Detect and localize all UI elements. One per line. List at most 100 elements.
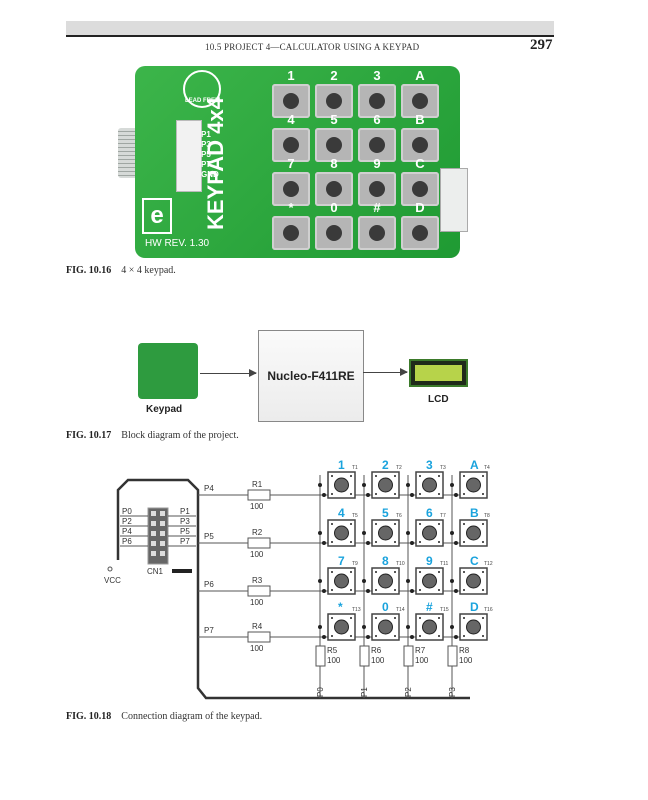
key-plunger — [334, 525, 349, 541]
key-pin — [394, 493, 396, 495]
key-pin — [331, 617, 333, 619]
resistor-value: 100 — [371, 656, 385, 665]
key-label: D — [470, 600, 479, 614]
resistor-value: 100 — [327, 656, 341, 665]
key-pin — [438, 589, 440, 591]
key-pin — [438, 571, 440, 573]
key-pin — [438, 493, 440, 495]
key-button — [315, 216, 353, 250]
key-label: * — [288, 200, 294, 215]
key-plunger — [378, 477, 393, 493]
connector-pin — [160, 531, 165, 536]
key-pin — [350, 475, 352, 477]
key-id: T13 — [352, 607, 361, 613]
key-pin — [482, 589, 484, 591]
key-plunger — [378, 573, 393, 589]
key-pin — [350, 635, 352, 637]
key-pin — [482, 493, 484, 495]
key-pin — [375, 589, 377, 591]
column-resistor — [359, 645, 370, 667]
key-label: 1 — [338, 458, 345, 472]
key-id: T7 — [440, 513, 446, 519]
key-id: T5 — [352, 513, 358, 519]
key-button — [401, 84, 439, 118]
key-label: A — [415, 68, 425, 83]
key-pin — [375, 635, 377, 637]
ribbon-connector — [176, 120, 202, 192]
column-resistor — [403, 645, 414, 667]
key-pin — [482, 541, 484, 543]
key-pin — [419, 635, 421, 637]
resistor-name: R6 — [371, 646, 382, 655]
key-pin — [463, 541, 465, 543]
key-pin — [463, 571, 465, 573]
figure-label: FIG. 10.16 — [66, 265, 112, 276]
key-button — [272, 216, 310, 250]
key-label: # — [373, 200, 381, 215]
arrow-keypad-to-mcu — [200, 369, 257, 377]
key-label: 5 — [330, 112, 338, 127]
page-number: 297 — [530, 37, 553, 53]
key-button — [272, 172, 310, 206]
key-pin — [463, 493, 465, 495]
key-label: 7 — [287, 156, 295, 171]
key-id: T2 — [396, 465, 402, 471]
resistor-name: R2 — [252, 528, 263, 537]
key-plunger — [334, 619, 349, 635]
junction-dot — [454, 589, 458, 593]
pin-label: P1 — [201, 130, 211, 139]
key-label: C — [415, 156, 425, 171]
row-net-label: P7 — [204, 626, 214, 635]
key-id: T11 — [440, 561, 448, 567]
key-id: T3 — [440, 465, 446, 471]
mcu-block: Nucleo-F411RE — [258, 330, 364, 422]
key-button — [358, 128, 396, 162]
key-pin — [394, 523, 396, 525]
key-label: 8 — [382, 554, 389, 568]
key-id: T12 — [484, 561, 493, 567]
key-pin — [438, 617, 440, 619]
key-pin — [350, 523, 352, 525]
key-plunger — [378, 525, 393, 541]
key-label: * — [338, 600, 343, 614]
resistor-name: R8 — [459, 646, 470, 655]
pin-label: P1 — [180, 507, 190, 516]
key-pin — [331, 541, 333, 543]
caption-text: Block diagram of the project. — [121, 430, 239, 441]
key-id: T1 — [352, 465, 358, 471]
figure-label: FIG. 10.17 — [66, 430, 112, 441]
key-pin — [394, 635, 396, 637]
key-pin — [394, 571, 396, 573]
pin-label: P2 — [122, 517, 132, 526]
running-title: 10.5 PROJECT 4—CALCULATOR USING A KEYPAD — [205, 42, 420, 52]
keypad-block-label: Keypad — [146, 404, 183, 415]
junction-dot — [366, 541, 370, 545]
column-resistor — [447, 645, 458, 667]
key-pin — [438, 541, 440, 543]
junction-dot — [410, 589, 414, 593]
junction-dot — [410, 541, 414, 545]
mikroe-logo-icon: e — [142, 198, 172, 234]
junction-dot — [362, 531, 366, 535]
connector-pin — [151, 511, 156, 516]
resistor-value: 100 — [415, 656, 429, 665]
junction-dot — [362, 579, 366, 583]
pin-label: GND — [201, 170, 219, 179]
key-plunger — [422, 477, 437, 493]
connector-pin — [160, 511, 165, 516]
key-label: 3 — [373, 68, 381, 83]
ground-bar — [172, 569, 192, 573]
pin-label: P7 — [201, 160, 211, 169]
resistor-name: R1 — [252, 480, 263, 489]
key-pin — [419, 493, 421, 495]
key-pin — [482, 523, 484, 525]
key-label: 8 — [330, 156, 338, 171]
connector-name: CN1 — [147, 567, 164, 576]
connector-pin — [160, 551, 165, 556]
board-revision: HW REV. 1.30 — [145, 238, 210, 249]
resistor-name: R3 — [252, 576, 263, 585]
vcc-terminal — [107, 566, 113, 572]
key-pin — [482, 571, 484, 573]
